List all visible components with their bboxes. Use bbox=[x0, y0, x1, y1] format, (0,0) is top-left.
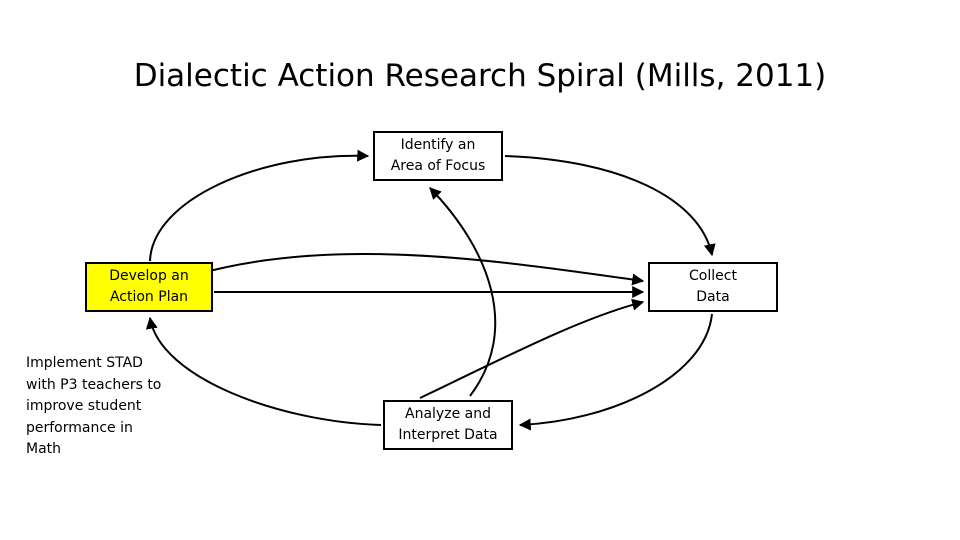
edge-develop-to-identify bbox=[149, 149, 370, 262]
node-collect-line-1: Collect bbox=[689, 268, 737, 284]
node-develop-line-1: Develop an bbox=[109, 268, 189, 284]
node-develop-line-2: Action Plan bbox=[109, 289, 189, 305]
edge-identify-to-collect bbox=[504, 155, 716, 257]
node-analyze-line-2: Interpret Data bbox=[398, 427, 498, 443]
implementation-note-line-3: improve student bbox=[26, 398, 142, 414]
implementation-note-line-1: Implement STAD bbox=[26, 355, 143, 371]
node-identify-area-of-focus[interactable]: Identify an Area of Focus bbox=[373, 131, 503, 181]
node-collect-line-2: Data bbox=[696, 289, 730, 305]
edge-analyze-to-identify bbox=[429, 187, 497, 397]
node-analyze-line-1: Analyze and bbox=[405, 406, 491, 422]
edge-collect-to-analyze bbox=[518, 313, 713, 431]
node-identify-line-2: Area of Focus bbox=[390, 158, 486, 174]
edge-chord-upper-to-collect bbox=[149, 253, 645, 291]
node-develop-action-plan[interactable]: Develop an Action Plan bbox=[85, 262, 213, 312]
implementation-note-line-4: performance in bbox=[26, 419, 133, 436]
implementation-note-line-2: with P3 teachers to bbox=[26, 376, 162, 393]
implementation-note-line-5: Math bbox=[26, 441, 62, 457]
edge-analyze-to-develop bbox=[145, 316, 382, 426]
node-identify-line-1: Identify an bbox=[400, 137, 476, 153]
node-collect-data[interactable]: Collect Data bbox=[648, 262, 778, 312]
node-analyze-interpret-data[interactable]: Analyze and Interpret Data bbox=[383, 400, 513, 450]
page-title: Dialectic Action Research Spiral (Mills,… bbox=[133, 58, 827, 94]
implementation-note: Implement STAD with P3 teachers to impro… bbox=[26, 353, 191, 461]
edge-analyze-chord-to-collect bbox=[419, 298, 645, 399]
